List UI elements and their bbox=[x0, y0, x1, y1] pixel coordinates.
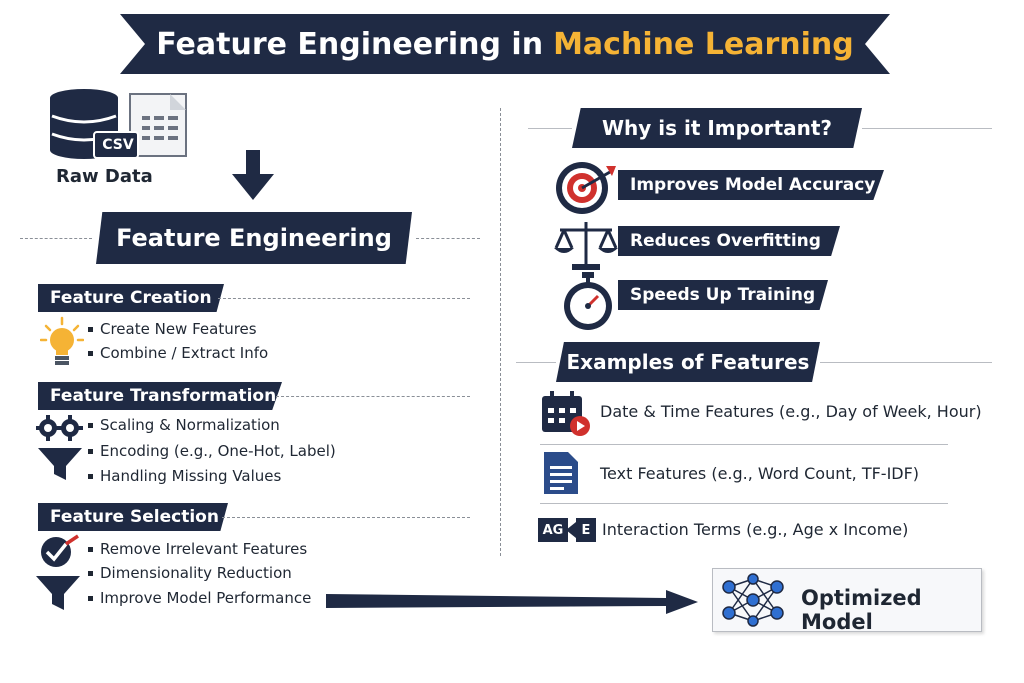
divider bbox=[862, 128, 992, 129]
section-divider bbox=[276, 396, 470, 397]
section-title-creation: Feature Creation bbox=[38, 284, 224, 312]
list-item: Scaling & Normalization bbox=[88, 416, 280, 434]
divider bbox=[540, 444, 948, 445]
optimized-model-label: Optimized Model bbox=[801, 586, 922, 634]
list-item: Create New Features bbox=[88, 320, 257, 338]
column-divider bbox=[500, 108, 501, 556]
database-icon bbox=[50, 89, 187, 159]
example-item: Interaction Terms (e.g., Age x Income) bbox=[602, 520, 909, 539]
list-item: Improve Model Performance bbox=[88, 589, 311, 607]
document-icon bbox=[544, 452, 578, 494]
importance-item: Speeds Up Training bbox=[618, 280, 828, 310]
importance-title: Why is it Important? bbox=[572, 108, 862, 148]
feature-engineering-label: Feature Engineering bbox=[96, 212, 412, 264]
divider-right bbox=[416, 238, 480, 239]
right-arrow-icon bbox=[326, 590, 698, 614]
chevron-left-icon bbox=[566, 522, 576, 538]
stopwatch-icon bbox=[564, 272, 612, 330]
interaction-icon-right: E bbox=[576, 518, 596, 542]
banner-shape bbox=[120, 14, 890, 74]
title-part2: Machine Learning bbox=[553, 26, 854, 62]
calendar-icon bbox=[542, 391, 590, 436]
raw-data-icon-group: CSV bbox=[48, 88, 198, 168]
down-arrow-icon bbox=[232, 150, 274, 200]
examples-title: Examples of Features bbox=[556, 342, 820, 382]
gears-funnel-icon bbox=[36, 415, 83, 480]
example-item: Date & Time Features (e.g., Day of Week,… bbox=[600, 402, 982, 421]
section-divider bbox=[222, 517, 470, 518]
lightbulb-icon bbox=[40, 316, 84, 365]
divider bbox=[516, 362, 556, 363]
raw-data-label: Raw Data bbox=[56, 166, 153, 187]
target-icon bbox=[556, 162, 616, 214]
divider bbox=[820, 362, 992, 363]
scale-icon bbox=[554, 222, 618, 270]
title-banner: Feature Engineering in Machine Learning bbox=[120, 14, 890, 74]
check-funnel-icon bbox=[36, 534, 80, 610]
section-divider bbox=[218, 298, 470, 299]
importance-item: Improves Model Accuracy bbox=[618, 170, 884, 200]
list-item: Handling Missing Values bbox=[88, 467, 281, 485]
list-item: Remove Irrelevant Features bbox=[88, 540, 307, 558]
list-item: Encoding (e.g., One-Hot, Label) bbox=[88, 442, 336, 460]
divider bbox=[540, 503, 948, 504]
divider-left bbox=[20, 238, 92, 239]
page-title: Feature Engineering in Machine Learning bbox=[120, 14, 890, 74]
example-item: Text Features (e.g., Word Count, TF-IDF) bbox=[600, 464, 920, 483]
section-title-selection: Feature Selection bbox=[38, 503, 228, 531]
section-title-transformation: Feature Transformation bbox=[38, 382, 282, 410]
list-item: Dimensionality Reduction bbox=[88, 564, 292, 582]
list-item: Combine / Extract Info bbox=[88, 344, 268, 362]
neural-network-icon bbox=[722, 573, 784, 627]
title-part1: Feature Engineering in bbox=[156, 26, 544, 62]
divider bbox=[528, 128, 572, 129]
optimized-model-box: Optimized Model bbox=[712, 568, 982, 634]
importance-item: Reduces Overfitting bbox=[618, 226, 840, 256]
interaction-icon-left: AG bbox=[538, 518, 568, 542]
interaction-icon: AG E bbox=[538, 516, 598, 544]
csv-badge: CSV bbox=[102, 137, 134, 153]
